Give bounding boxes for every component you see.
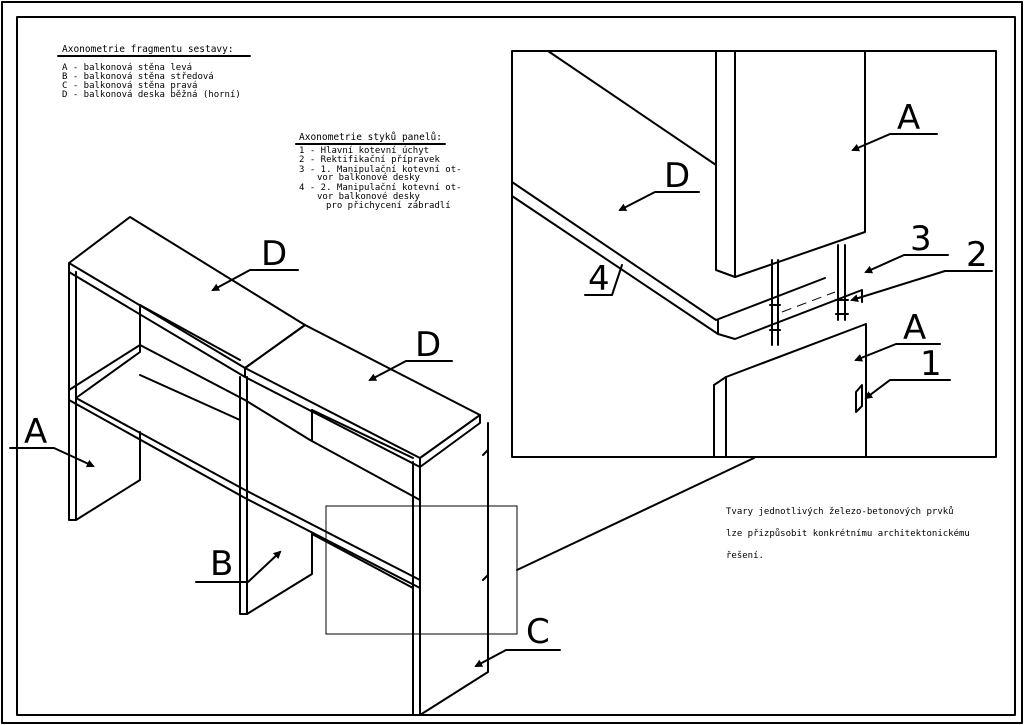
detail-label-4: 4 — [584, 259, 623, 299]
detail-connector — [516, 457, 755, 571]
assembly-axonometry — [68, 216, 489, 716]
legend-fragment-item: C - balkonová stěna pravá — [62, 81, 197, 91]
legend-joints-item: 2 - Rektifikační přípravek — [299, 154, 440, 165]
detail-2: 2 — [966, 235, 988, 275]
sheet-frame-inner — [16, 16, 1016, 716]
detail-label-3: 3 — [864, 219, 949, 274]
detail-3: 3 — [910, 219, 932, 259]
detail-a-bottom: A — [903, 308, 926, 348]
wall-a-left — [68, 271, 77, 521]
main-label-c: C — [474, 612, 561, 667]
detail-d: D — [664, 156, 690, 196]
legend-fragment-item: A - balkonová stěna levá — [62, 63, 192, 73]
legend-joints-item: vor balkonové desky — [317, 172, 421, 183]
legend-joints-item: 1 - Hlavní kotevní úchyt — [299, 146, 429, 156]
slab-middle — [68, 344, 421, 589]
note-line: lze přizpůsobit konkrétnímu architektoni… — [726, 528, 970, 539]
legend-joints-item: pro přichycení zábradlí — [326, 201, 451, 211]
wall-b-middle — [239, 376, 248, 615]
main-label-d-right: D — [368, 325, 453, 381]
label-a: A — [24, 412, 47, 452]
label-b: B — [210, 544, 233, 584]
legend-joints-item: 3 - 1. Manipulační kotevní ot- — [299, 164, 462, 175]
label-c: C — [526, 612, 550, 652]
legend-fragment-title: Axonometrie fragmentu sestavy: — [62, 44, 234, 55]
detail-4: 4 — [588, 259, 610, 299]
detail-label-d: D — [618, 156, 700, 211]
note-line: řešení. — [726, 550, 764, 561]
detail-view-frame — [511, 50, 997, 458]
detail-label-2: 2 — [850, 235, 993, 303]
main-label-b: B — [195, 544, 282, 584]
legend-fragment-item: D - balkonová deska běžná (horní) — [62, 90, 241, 100]
label-d-right: D — [415, 325, 441, 365]
detail-a-top: A — [897, 98, 920, 138]
design-note: Tvary jednotlivých železo-betonových prv… — [726, 506, 970, 561]
legend-joints-item: vor balkonové desky — [317, 191, 421, 202]
legend-fragment: Axonometrie fragmentu sestavy: A - balko… — [57, 44, 251, 100]
main-label-d-left: D — [211, 234, 299, 291]
detail-label-a-bottom: A — [854, 308, 941, 362]
detail-view — [511, 50, 997, 458]
detail-1: 1 — [920, 344, 942, 384]
legend-fragment-item: B - balkonová stěna středová — [62, 72, 214, 82]
legend-joints-title: Axonometrie styků panelů: — [299, 132, 442, 143]
detail-label-a-top: A — [851, 98, 938, 152]
detail-label-1: 1 — [864, 344, 951, 400]
legend-joints-item: 4 - 2. Manipulační kotevní ot- — [299, 182, 462, 193]
note-line: Tvary jednotlivých železo-betonových prv… — [726, 506, 954, 517]
legend-joints: Axonometrie styků panelů: 1 - Hlavní kot… — [295, 132, 462, 211]
main-label-a: A — [9, 412, 95, 468]
label-d-left: D — [261, 234, 287, 274]
